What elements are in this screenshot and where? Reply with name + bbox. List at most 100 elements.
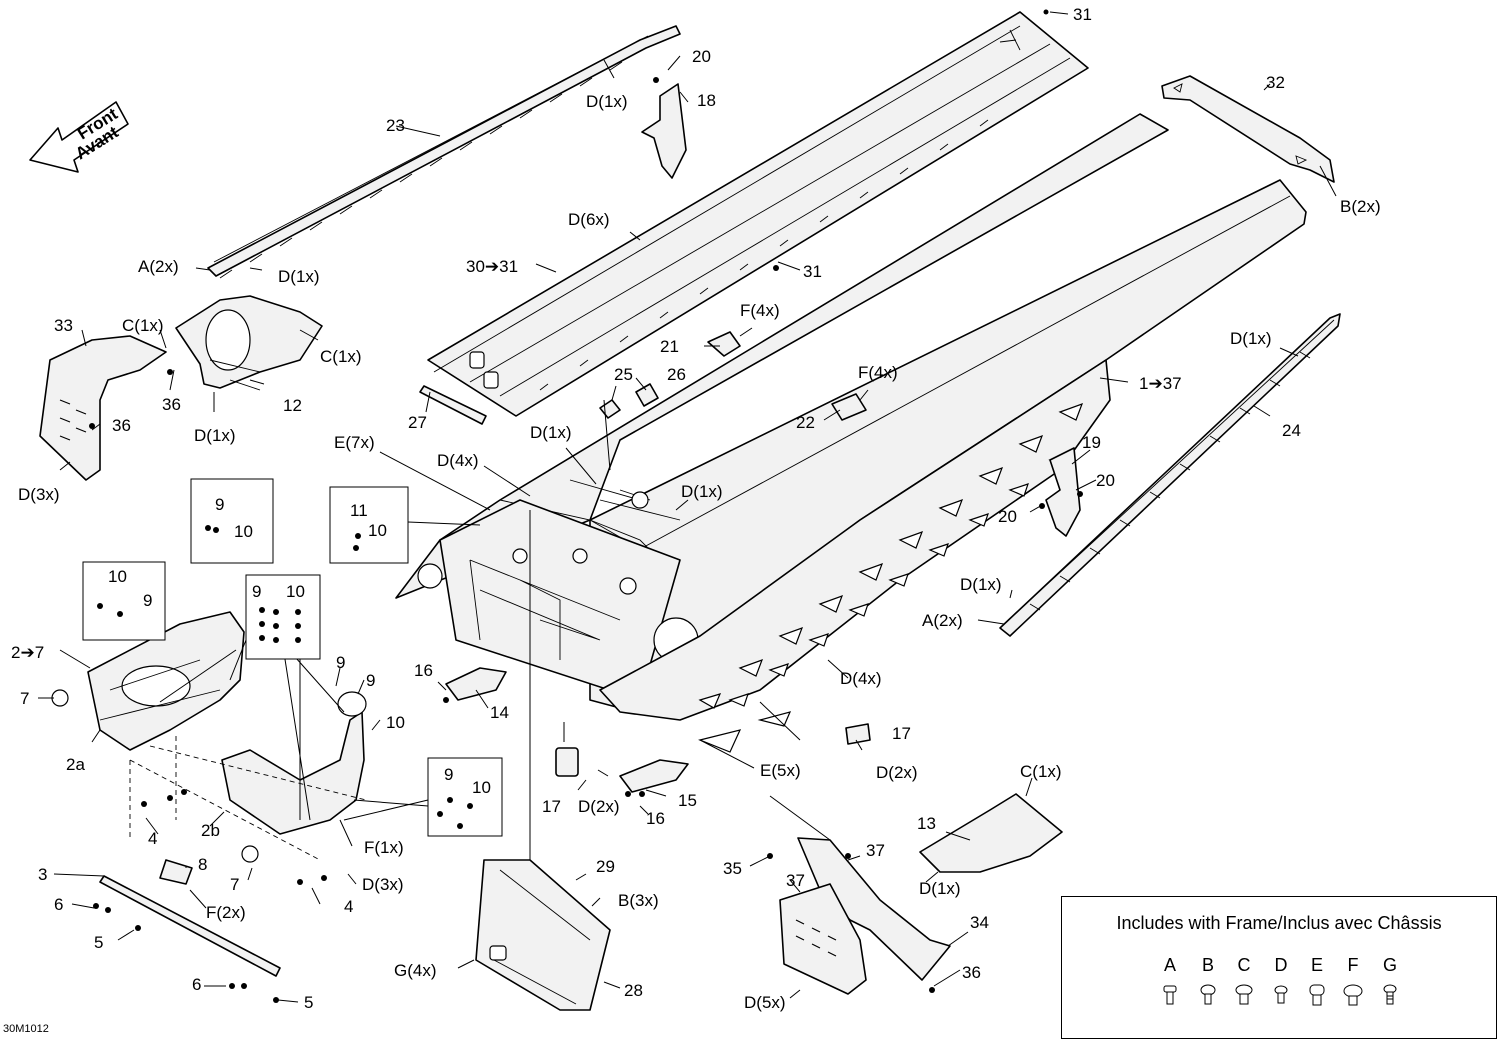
callout-8: 8 [198,855,207,874]
callout-10c: 10 [108,567,127,586]
callout-37b: 37 [786,871,805,890]
callout-6b: 6 [192,975,201,994]
legend-fastener-b: B [1193,955,1223,1012]
part-18-bracket [641,83,687,179]
callout-d1x-f: D(1x) [681,482,723,501]
callout-16b: 16 [646,809,665,828]
part-14-footrest [445,667,507,701]
callout-9b: 9 [143,591,152,610]
callout-26: 26 [667,365,686,384]
callout-d1x-b: D(1x) [278,267,320,286]
callout-20a: 20 [692,47,711,66]
part-13-bracket [919,793,1063,873]
inset-boxes [82,478,503,837]
fastener-dots [89,9,1083,1003]
legend-letter-e: E [1310,955,1323,975]
callout-f2x: F(2x) [206,903,246,922]
part-28-heat-exchanger [475,859,611,1011]
callout-17b: 17 [892,724,911,743]
tall-rivet-icon [1309,984,1325,1006]
callout-d5x: D(5x) [744,993,786,1012]
legend-letter-c: C [1237,955,1251,975]
part-2a-front-frame [51,611,245,751]
legend-title: Includes with Frame/Inclus avec Châssis [1116,913,1442,933]
part-19-bracket [1045,447,1081,537]
callout-23: 23 [386,116,405,135]
part-26-clip [635,383,659,407]
callout-12: 12 [283,396,302,415]
part-32-rear-bracket [1161,75,1335,183]
callout-31b: 31 [803,262,822,281]
callout-19: 19 [1082,433,1101,452]
callout-2-7: 2➔7 [11,643,44,662]
callout-11: 11 [350,501,368,520]
callout-c1x-a: C(1x) [122,316,164,335]
callout-d2x-b: D(2x) [876,763,918,782]
legend-letter-f: F [1347,955,1359,975]
legend-fastener-c: C [1229,955,1259,1012]
callout-a2x-a: A(2x) [138,257,179,276]
callout-13: 13 [917,814,936,833]
legend-letter-g: G [1382,955,1397,975]
part-2b-rear-frame [221,691,367,863]
part-23-left-rail [207,25,681,279]
callout-35: 35 [723,859,742,878]
part-3-crossmember [99,875,281,977]
callout-e5x: E(5x) [760,761,801,780]
callout-d4x-a: D(4x) [437,451,479,470]
part-24-right-rail [999,313,1341,637]
grooved-rivet-icon [1383,984,1397,1005]
callout-1-37: 1➔37 [1139,374,1182,393]
callout-3: 3 [38,865,47,884]
callout-33: 33 [54,316,73,335]
callout-b3x: B(3x) [618,891,659,910]
callout-g4x: G(4x) [394,961,437,980]
callout-15: 15 [678,791,697,810]
callout-d6x: D(6x) [568,210,610,229]
part-8-plate [159,859,193,885]
callout-4b: 4 [344,897,353,916]
callout-20c: 20 [998,507,1017,526]
callout-10e: 10 [386,713,405,732]
callout-36b: 36 [112,416,131,435]
legend-fastener-f: F [1338,955,1368,1012]
callout-17a: 17 [542,797,561,816]
callout-d2x-a: D(2x) [578,797,620,816]
tunnel-side-cutouts [698,402,1084,753]
callout-5b: 5 [304,993,313,1012]
callout-28: 28 [624,981,643,1000]
callout-c1x-b: C(1x) [320,347,362,366]
callout-22: 22 [796,413,815,432]
callout-4a: 4 [148,829,157,848]
callout-21: 21 [660,337,679,356]
part-27-strip [419,385,487,425]
callout-37a: 37 [866,841,885,860]
callout-25: 25 [614,365,633,384]
part-30-tunnel-cover [427,11,1089,417]
mushroom-rivet-icon [1343,984,1363,1006]
callout-36a: 36 [162,395,181,414]
callout-34: 34 [970,913,989,932]
callout-b2x: B(2x) [1340,197,1381,216]
callout-d1x-e: D(1x) [530,423,572,442]
callout-36c: 36 [962,963,981,982]
callout-2b: 2b [201,821,220,840]
front-direction-arrow-icon: Front Avant [29,101,129,173]
legend-fastener-g: G [1375,955,1405,1012]
callout-24: 24 [1282,421,1301,440]
callout-30-31: 30➔31 [466,257,518,276]
callout-18: 18 [697,91,716,110]
part-17-plate-b [845,723,871,745]
callout-10f: 10 [472,778,491,797]
fastener-legend: Includes with Frame/Inclus avec Châssis … [1061,896,1497,1039]
part-21-clip [707,331,741,357]
callout-9e: 9 [366,671,375,690]
callout-32: 32 [1266,73,1285,92]
callout-d1x-g: D(1x) [960,575,1002,594]
callout-2a: 2a [66,755,85,774]
callout-29: 29 [596,857,615,876]
part-1-main-tunnel [395,113,1307,753]
legend-letter-a: A [1163,955,1176,975]
legend-letter-b: B [1201,955,1214,975]
callout-5a: 5 [94,933,103,952]
